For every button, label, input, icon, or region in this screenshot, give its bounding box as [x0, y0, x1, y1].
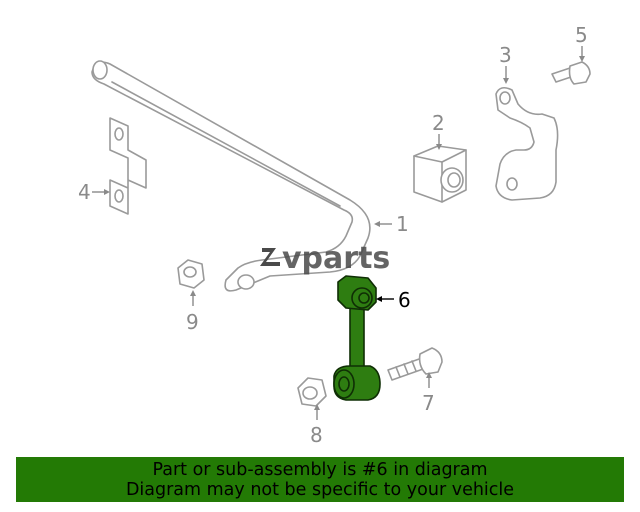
callout-number: 1: [396, 212, 409, 236]
callout-1[interactable]: 1: [374, 212, 409, 236]
parts-diagram: vparts 1 2 3 4 5 6 7: [78, 23, 591, 447]
callout-4[interactable]: 4: [78, 180, 110, 204]
callout-8[interactable]: 8: [310, 404, 323, 447]
watermark-logo: vparts: [260, 241, 390, 276]
bushing-part[interactable]: [413, 145, 467, 203]
callout-number: 4: [78, 180, 91, 204]
callout-number: 5: [575, 23, 588, 47]
callout-number: 9: [186, 310, 199, 334]
callout-number: 3: [499, 43, 512, 67]
stabilizer-link-part[interactable]: [333, 275, 381, 401]
callout-number: 2: [432, 111, 445, 135]
callout-7[interactable]: 7: [422, 372, 435, 415]
callout-3[interactable]: 3: [499, 43, 512, 84]
callout-2[interactable]: 2: [432, 111, 445, 150]
watermark-text: vparts: [282, 241, 390, 276]
diagram-notice-banner: Part or sub-assembly is #6 in diagram Di…: [16, 457, 624, 502]
bolt-part[interactable]: [551, 61, 591, 85]
bracket-part[interactable]: [109, 117, 147, 215]
nut-part[interactable]: [177, 259, 205, 289]
link-nut-part[interactable]: [297, 377, 327, 407]
callout-9[interactable]: 9: [186, 290, 199, 334]
banner-line-disclaimer: Diagram may not be specific to your vehi…: [125, 480, 515, 500]
callout-number: 6: [398, 288, 411, 312]
link-bolt-part[interactable]: [387, 347, 443, 381]
callout-number: 7: [422, 391, 435, 415]
callout-6[interactable]: 6: [376, 288, 411, 312]
bracket-clamp-part[interactable]: [495, 86, 559, 201]
callout-number: 8: [310, 423, 323, 447]
callout-5[interactable]: 5: [575, 23, 588, 62]
banner-line-part-number: Part or sub-assembly is #6 in diagram: [152, 460, 488, 480]
stabilizer-bar-part[interactable]: [91, 60, 371, 292]
